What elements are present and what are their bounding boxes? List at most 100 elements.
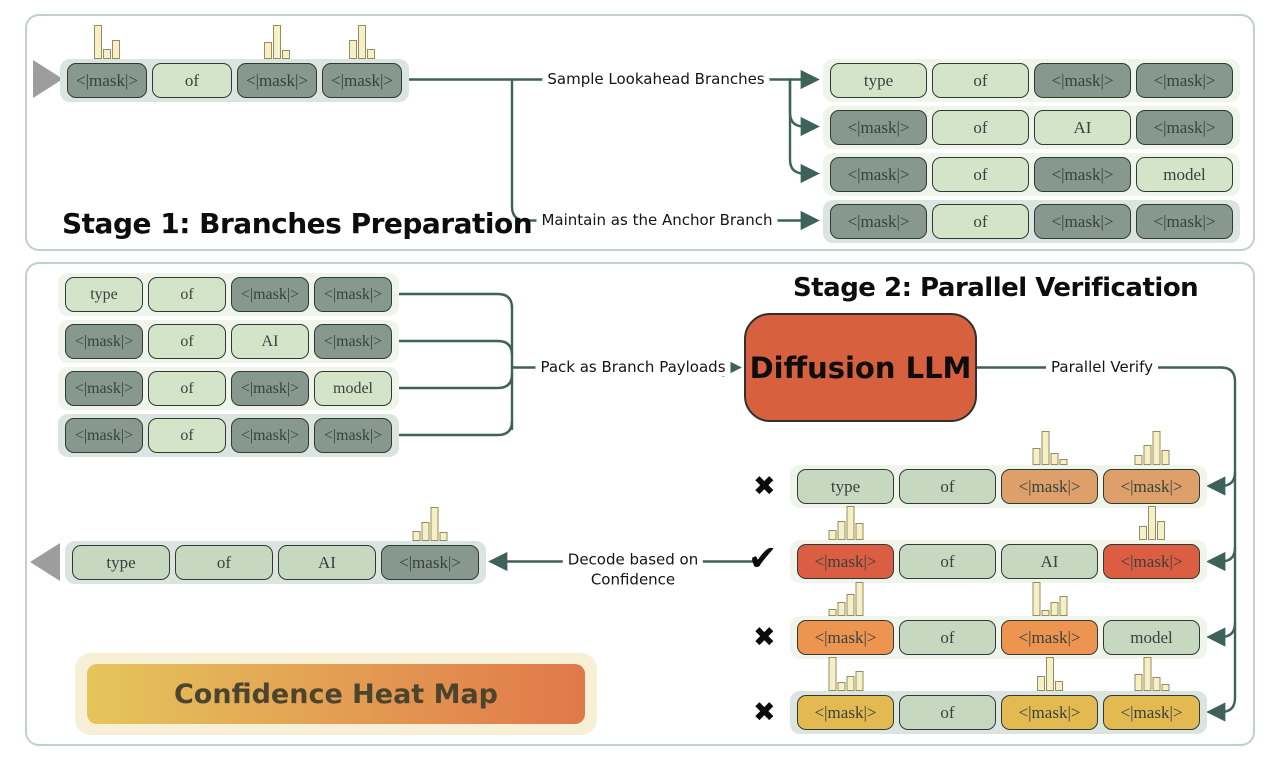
histogram-bar — [846, 506, 854, 540]
token-label: of — [180, 332, 194, 350]
token-label: <|mask|> — [847, 117, 910, 137]
text-token: of — [152, 63, 232, 98]
token-label: <|mask|> — [399, 552, 461, 572]
text-token: of — [899, 695, 996, 730]
text-token: AI — [278, 545, 376, 580]
confidence-heatmap-gradient: Confidence Heat Map — [87, 664, 585, 724]
confidence-histogram-icon — [1032, 582, 1067, 616]
mask-token: <|mask|> — [314, 418, 392, 453]
confidence-histogram-icon — [828, 506, 863, 540]
token-label: <|mask|> — [1051, 211, 1114, 231]
confidence-histogram-icon — [412, 507, 448, 541]
token-label: <|mask|> — [847, 211, 910, 231]
histogram-bar — [855, 523, 863, 540]
histogram-bar — [837, 682, 845, 691]
token-label: <|mask|> — [74, 426, 134, 444]
mask-token: <|mask|> — [314, 324, 392, 359]
token-label: <|mask|> — [240, 379, 300, 397]
text-token: type — [797, 469, 894, 504]
parallel-verify-label: Parallel Verify — [1046, 358, 1158, 376]
text-token: type — [65, 277, 143, 312]
histogram-bar — [282, 50, 290, 59]
token-label: <|mask|> — [1051, 70, 1114, 90]
token-label: of — [180, 285, 194, 303]
token-label: type — [830, 476, 861, 496]
token-label: <|mask|> — [1018, 476, 1081, 496]
mask-token: <|mask|> — [322, 25, 402, 98]
mask-token: <|mask|> — [1103, 657, 1200, 730]
token-label: <|mask|> — [847, 164, 910, 184]
token-label: <|mask|> — [240, 426, 300, 444]
text-token: AI — [1034, 110, 1131, 145]
mask-token: <|mask|> — [231, 418, 309, 453]
mask-token: <|mask|> — [830, 110, 927, 145]
text-token: of — [148, 277, 226, 312]
histogram-bar — [1152, 677, 1160, 691]
confidence-histogram-icon — [1138, 506, 1165, 540]
text-token: of — [932, 204, 1029, 239]
histogram-bar — [358, 25, 366, 59]
confidence-histogram-icon — [828, 582, 863, 616]
reject-mark: ✖ — [753, 471, 776, 502]
histogram-bar — [1045, 657, 1054, 691]
payload-row: <|mask|>of<|mask|>model — [58, 367, 399, 410]
token-label: <|mask|> — [814, 702, 877, 722]
histogram-bar — [828, 657, 836, 691]
histogram-bar — [1050, 453, 1058, 465]
stage2-title: Stage 2: Parallel Verification — [793, 273, 1199, 303]
token-label: <|mask|> — [323, 332, 383, 350]
histogram-bar — [1050, 602, 1058, 616]
confidence-histogram-icon — [828, 657, 863, 691]
histogram-bar — [1032, 582, 1040, 616]
confidence-histogram-icon — [1032, 431, 1067, 465]
histogram-bar — [273, 25, 281, 59]
token-label: <|mask|> — [1051, 164, 1114, 184]
anchor-payload-row: <|mask|> of <|mask|> <|mask|> — [58, 414, 399, 457]
histogram-bar — [1032, 448, 1040, 465]
mask-token: <|mask|> — [1103, 431, 1200, 504]
text-token: of — [899, 620, 996, 655]
histogram-bar — [1054, 681, 1063, 691]
mask-token: <|mask|> — [237, 25, 317, 98]
histogram-bar — [112, 40, 120, 59]
text-token: type — [72, 545, 170, 580]
histogram-bar — [412, 531, 421, 541]
histogram-bar — [1036, 676, 1045, 691]
mask-token: <|mask|> — [67, 25, 147, 98]
pack-payloads-label: Pack as Branch Payloads — [535, 358, 731, 376]
histogram-bar — [1156, 521, 1165, 540]
text-token: of — [148, 418, 226, 453]
mask-token: <|mask|> — [797, 657, 894, 730]
mask-token: <|mask|> — [65, 418, 143, 453]
text-token: type — [830, 63, 927, 98]
input-sequence-row: <|mask|>of<|mask|><|mask|> — [60, 25, 409, 102]
histogram-bar — [1059, 459, 1067, 465]
confidence-histogram-icon — [1134, 657, 1169, 691]
histogram-bar — [846, 676, 854, 691]
text-token: model — [314, 371, 392, 406]
text-token: model — [1136, 157, 1233, 192]
text-token: model — [1103, 620, 1200, 655]
histogram-bar — [828, 609, 836, 616]
token-label: <|mask|> — [1120, 702, 1183, 722]
token-label: AI — [261, 332, 279, 350]
histogram-bar — [1041, 431, 1049, 465]
decode-confidence-label: Decode based on Confidence — [562, 550, 704, 590]
token-label: of — [973, 211, 988, 231]
mask-token: <|mask|> — [1034, 63, 1131, 98]
token-label: AI — [1040, 551, 1059, 571]
text-token: of — [932, 63, 1029, 98]
text-token: of — [148, 324, 226, 359]
token-label: <|mask|> — [814, 627, 877, 647]
decode-label-line1: Decode based on — [567, 550, 699, 569]
confidence-histogram-icon — [264, 25, 290, 59]
mask-token: <|mask|> — [797, 506, 894, 579]
confidence-histogram-icon — [1134, 431, 1169, 465]
decode-label-line2: Confidence — [590, 570, 676, 588]
